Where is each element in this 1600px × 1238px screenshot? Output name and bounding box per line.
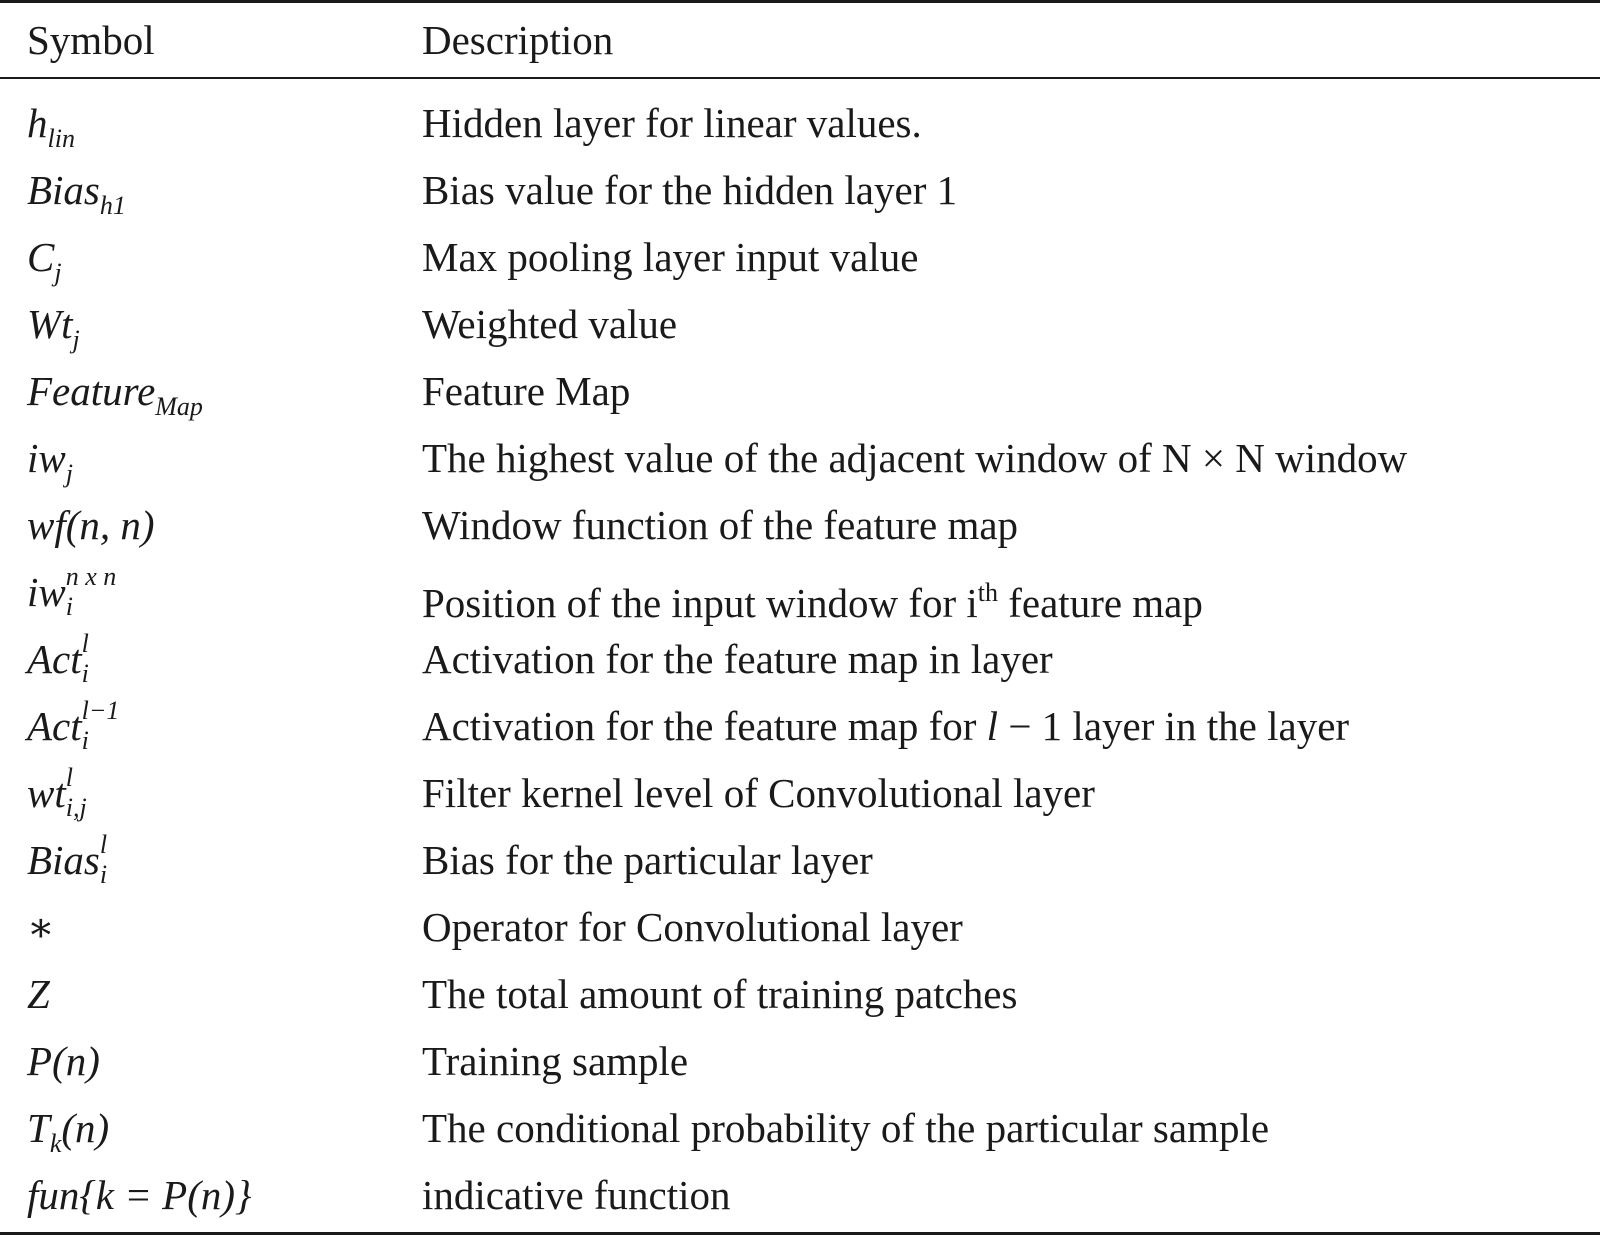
header-rule — [0, 77, 1600, 79]
table-row: Wtj Weighted value — [0, 291, 1600, 358]
symbol-cell: hlin — [27, 100, 75, 153]
top-rule — [0, 0, 1600, 3]
table-row: Z The total amount of training patches — [0, 961, 1600, 1028]
symbol-cell: ∗ — [27, 904, 55, 950]
header-description: Description — [422, 17, 614, 63]
description-cell: Operator for Convolutional layer — [422, 904, 963, 950]
symbol-cell: wf(n, n) — [27, 502, 155, 548]
table-row: fun{k = P(n)} indicative function — [0, 1162, 1600, 1229]
symbol-cell: Cj — [27, 234, 62, 287]
description-cell: Hidden layer for linear values. — [422, 100, 922, 146]
description-cell: Bias value for the hidden layer 1 — [422, 167, 958, 213]
symbol-cell: iwj — [27, 435, 73, 488]
description-cell: Feature Map — [422, 368, 631, 414]
description-cell: Weighted value — [422, 301, 678, 347]
description-cell: Activation for the feature map for l − 1… — [422, 703, 1350, 749]
description-cell: indicative function — [422, 1172, 731, 1218]
header-symbol: Symbol — [27, 17, 155, 63]
description-cell: Window function of the feature map — [422, 502, 1019, 548]
symbol-cell: Tk(n) — [27, 1105, 110, 1158]
symbol-cell: fun{k = P(n)} — [27, 1172, 252, 1218]
table-row: ∗ Operator for Convolutional layer — [0, 894, 1600, 961]
description-cell: Bias for the particular layer — [422, 837, 873, 883]
table-row: Cj Max pooling layer input value — [0, 224, 1600, 291]
description-cell: The conditional probability of the parti… — [422, 1105, 1270, 1151]
description-cell: The highest value of the adjacent window… — [422, 435, 1408, 481]
symbol-cell: Wtj — [27, 301, 80, 354]
table-row: wf(n, n) Window function of the feature … — [0, 492, 1600, 559]
symbol-cell: P(n) — [27, 1038, 100, 1084]
bottom-rule — [0, 1232, 1600, 1235]
table-row: FeatureMap Feature Map — [0, 358, 1600, 425]
description-cell: Training sample — [422, 1038, 689, 1084]
table-body: hlin Hidden layer for linear values. Bia… — [0, 90, 1600, 1229]
description-cell: The total amount of training patches — [422, 971, 1018, 1017]
table-row: iwj The highest value of the adjacent wi… — [0, 425, 1600, 492]
description-cell: Activation for the feature map in layer — [422, 636, 1053, 682]
table-row: Tk(n) The conditional probability of the… — [0, 1095, 1600, 1162]
table-row: Biash1 Bias value for the hidden layer 1 — [0, 157, 1600, 224]
table-row: hlin Hidden layer for linear values. — [0, 90, 1600, 157]
symbol-cell: FeatureMap — [27, 368, 203, 421]
symbol-cell: Z — [27, 971, 50, 1017]
description-cell: Max pooling layer input value — [422, 234, 919, 280]
symbol-cell: Biash1 — [27, 167, 126, 220]
description-cell: Filter kernel level of Convolutional lay… — [422, 770, 1095, 816]
description-cell: Position of the input window for ith fea… — [422, 578, 1203, 626]
table-row: P(n) Training sample — [0, 1028, 1600, 1095]
